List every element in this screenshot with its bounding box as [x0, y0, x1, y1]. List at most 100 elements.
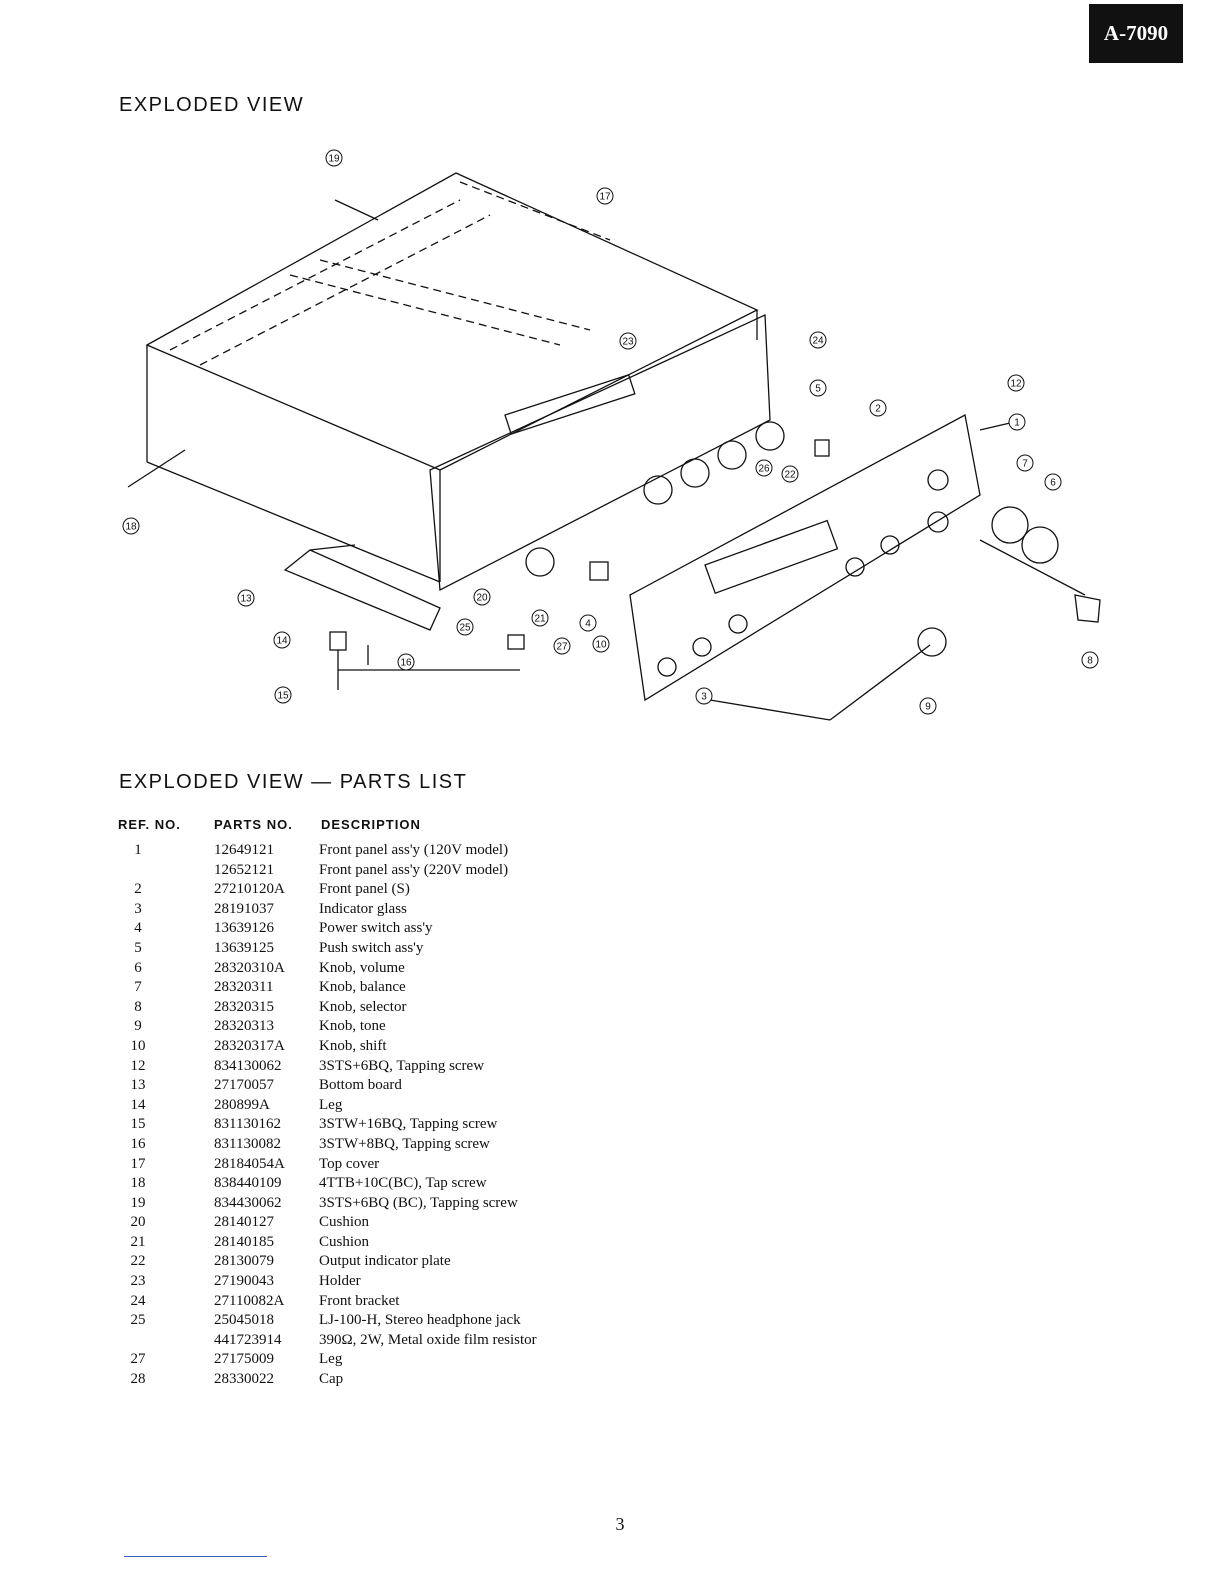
ref-cell: 6 — [134, 959, 142, 976]
callout-markers: 1 2 3 4 5 6 7 8 9 10 12 13 14 15 16 17 1… — [122, 149, 1099, 715]
callout-2-icon: 2 — [869, 399, 887, 417]
parts-list-title: EXPLODED VIEW — PARTS LIST — [119, 771, 468, 793]
ref-cell: 7 — [134, 979, 142, 996]
col-header-desc: DESCRIPTION — [321, 817, 421, 832]
callout-27-icon: 27 — [553, 637, 571, 655]
ref-cell: 19 — [130, 1194, 146, 1211]
front-panel — [629, 414, 981, 702]
svg-text:4: 4 — [585, 619, 591, 630]
description-cell: Bottom board — [319, 1077, 402, 1094]
bottom-board — [283, 549, 441, 631]
svg-text:3: 3 — [701, 692, 707, 703]
knob-balance — [991, 506, 1029, 544]
page-number: 3 — [615, 1514, 625, 1534]
callout-19-icon: 19 — [325, 149, 343, 167]
svg-text:24: 24 — [812, 336, 824, 347]
description-cell: Indicator glass — [319, 900, 407, 917]
description-cell: Push switch ass'y — [319, 939, 424, 956]
part-number-cell: 28320311 — [214, 979, 274, 996]
ref-cell: 15 — [130, 1116, 146, 1133]
svg-text:21: 21 — [534, 614, 546, 625]
callout-25-icon: 25 — [456, 618, 474, 636]
description-cell: Knob, balance — [319, 979, 406, 996]
description-cell: Cushion — [319, 1233, 370, 1250]
svg-text:6: 6 — [1050, 478, 1056, 489]
svg-text:9: 9 — [925, 702, 931, 713]
svg-text:18: 18 — [125, 522, 137, 533]
table-row: 7 28320311 Knob, balance — [0, 979, 700, 999]
description-cell: 3STS+6BQ, Tapping screw — [319, 1057, 485, 1074]
callout-1-icon: 1 — [1008, 413, 1026, 431]
part-number-cell: 28191037 — [214, 900, 274, 917]
part-number-cell: 12652121 — [214, 861, 274, 878]
svg-text:5: 5 — [815, 384, 821, 395]
svg-text:15: 15 — [277, 691, 289, 702]
part-number-cell: 838440109 — [214, 1175, 282, 1192]
indicator-glass — [704, 519, 839, 595]
knob-volume — [1021, 526, 1059, 564]
callout-24-icon: 24 — [809, 331, 827, 349]
section-title: EXPLODED VIEW — [119, 94, 305, 116]
callout-12-icon: 12 — [1007, 374, 1025, 392]
top-cover — [145, 172, 759, 471]
callout-26-icon: 26 — [755, 459, 773, 477]
svg-text:10: 10 — [595, 640, 607, 651]
part-number-cell: 831130162 — [214, 1116, 281, 1133]
callout-15-icon: 15 — [274, 686, 292, 704]
exploded-view-diagram: 1 2 3 4 5 6 7 8 9 10 12 13 14 15 16 17 1… — [122, 149, 1101, 721]
part-number-cell: 27210120A — [214, 881, 285, 898]
svg-text:2: 2 — [875, 404, 881, 415]
leg-27 — [507, 634, 525, 650]
col-header-ref: REF. NO. — [118, 817, 181, 832]
description-cell: 3STW+16BQ, Tapping screw — [319, 1116, 498, 1133]
callout-7-icon: 7 — [1016, 454, 1034, 472]
description-cell: 3STS+6BQ (BC), Tapping screw — [319, 1194, 518, 1211]
model-tab: A-7090 — [1089, 4, 1183, 63]
svg-text:27: 27 — [556, 642, 568, 653]
svg-text:8: 8 — [1087, 656, 1093, 667]
description-cell: Output indicator plate — [319, 1253, 451, 1270]
ref-cell: 2 — [134, 881, 142, 898]
description-cell: LJ-100-H, Stereo headphone jack — [319, 1312, 521, 1329]
ref-cell: 9 — [134, 1018, 142, 1035]
part-number-cell: 28140127 — [214, 1214, 274, 1231]
knob-tone — [917, 627, 947, 657]
part-number-cell: 28330022 — [214, 1371, 274, 1388]
ref-cell: 13 — [130, 1077, 146, 1094]
svg-text:25: 25 — [459, 623, 471, 634]
part-number-cell: 27110082A — [214, 1292, 285, 1309]
part-number-cell: 834430062 — [214, 1194, 282, 1211]
col-header-part: PARTS NO. — [214, 817, 293, 832]
table-row: 10 28320317A Knob, shift — [0, 1038, 700, 1058]
callout-5-icon: 5 — [809, 379, 827, 397]
ref-cell: 10 — [130, 1037, 146, 1054]
svg-text:12: 12 — [1010, 379, 1022, 390]
part-number-cell: 831130082 — [214, 1135, 281, 1152]
callout-8-icon: 8 — [1081, 651, 1099, 669]
svg-text:19: 19 — [328, 154, 340, 165]
description-cell: Knob, shift — [319, 1037, 387, 1054]
ref-cell: 28 — [130, 1371, 146, 1388]
svg-text:22: 22 — [784, 470, 796, 481]
part-number-cell: 28320317A — [214, 1037, 285, 1054]
footer-rule — [124, 1556, 267, 1557]
